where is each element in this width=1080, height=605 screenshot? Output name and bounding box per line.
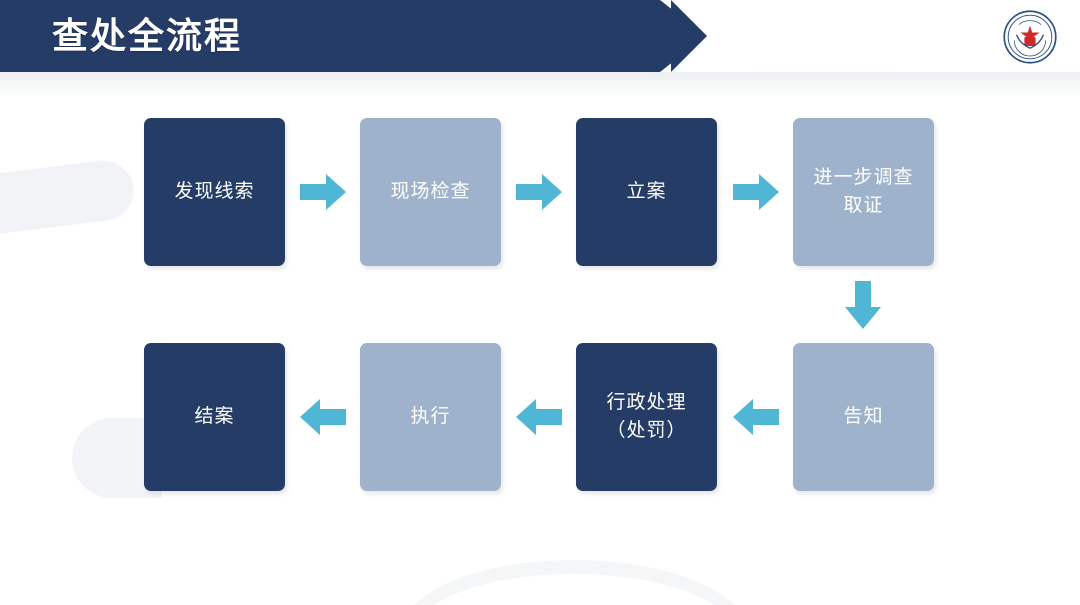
arrow-right-icon: [300, 174, 346, 210]
flow-node-3[interactable]: 立案: [576, 118, 717, 266]
flow-node-7[interactable]: 执行: [360, 343, 501, 491]
arrow-left-icon: [733, 399, 779, 435]
decorative-watermark-shape: [0, 157, 137, 239]
slide-header: 查处全流程: [0, 0, 1080, 72]
arrow-left-icon: [516, 399, 562, 435]
flow-node-1[interactable]: 发现线索: [144, 118, 285, 266]
arrow-left-icon: [300, 399, 346, 435]
header-banner: [0, 0, 660, 72]
flow-node-6[interactable]: 行政处理 （处罚）: [576, 343, 717, 491]
arrow-right-icon: [733, 174, 779, 210]
flow-node-8[interactable]: 结案: [144, 343, 285, 491]
arrow-down-icon: [845, 281, 881, 329]
chevron-right-icon: [671, 0, 707, 72]
arrow-right-icon: [516, 174, 562, 210]
page-title: 查处全流程: [52, 15, 243, 56]
emblem-badge-icon: [1003, 10, 1057, 64]
flow-node-4[interactable]: 进一步调查 取证: [793, 118, 934, 266]
flow-node-2[interactable]: 现场检查: [360, 118, 501, 266]
flow-node-5[interactable]: 告知: [793, 343, 934, 491]
decorative-watermark-circle: [400, 560, 748, 605]
header-shadow-wash: [0, 72, 1080, 98]
